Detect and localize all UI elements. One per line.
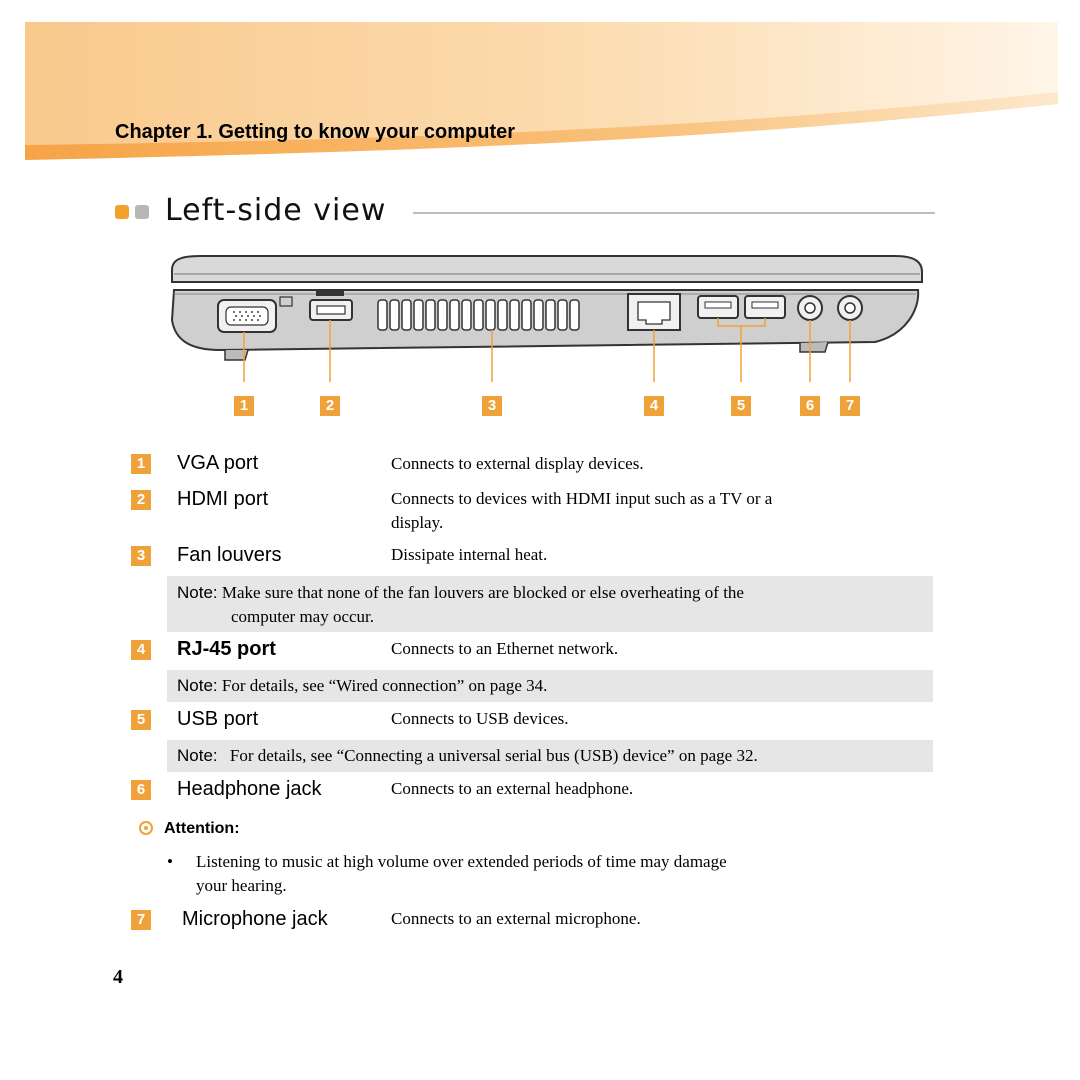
chapter-title: Chapter 1. Getting to know your computer: [115, 121, 516, 143]
item-1-label: VGA port: [177, 452, 259, 474]
item-7-label: Microphone jack: [182, 908, 328, 930]
note-label: Note:: [177, 583, 218, 602]
heading-rule: [413, 212, 935, 214]
item-1-desc: Connects to external display devices.: [391, 454, 644, 473]
header-band: [25, 22, 1058, 160]
callout-5-badge: 5: [731, 396, 751, 416]
bullet-dot-icon: •: [167, 852, 173, 871]
item-2-label: HDMI port: [177, 488, 269, 510]
callout-1-badge: 1: [234, 396, 254, 416]
attention-bullet-line2: your hearing.: [196, 876, 287, 895]
item-7-badge: 7: [131, 910, 151, 930]
section-title: Left-side view: [165, 193, 387, 228]
item-5-badge: 5: [131, 710, 151, 730]
item-4-desc: Connects to an Ethernet network.: [391, 639, 619, 658]
item-2-desc-line1: Connects to devices with HDMI input such…: [391, 489, 773, 508]
orange-square-icon: [115, 205, 129, 219]
item-2-desc: Connects to devices with HDMI input such…: [391, 487, 911, 535]
callout-4-badge: 4: [644, 396, 664, 416]
attention-icon: [139, 821, 153, 835]
callout-3-badge: 3: [482, 396, 502, 416]
note-rj45-text: For details, see “Wired connection” on p…: [221, 676, 548, 695]
item-3-badge: 3: [131, 546, 151, 566]
item-7-desc: Connects to an external microphone.: [391, 909, 641, 928]
item-2-desc-line2: display.: [391, 513, 444, 532]
note-label: Note:: [177, 746, 218, 765]
item-5-label: USB port: [177, 708, 259, 730]
attention-bullet: • Listening to music at high volume over…: [167, 850, 932, 898]
item-6-desc: Connects to an external headphone.: [391, 779, 634, 798]
section-heading: Left-side view: [115, 193, 940, 231]
note-usb-text: For details, see “Connecting a universal…: [229, 746, 758, 765]
attention-bullet-line1: Listening to music at high volume over e…: [196, 852, 727, 871]
item-1-badge: 1: [131, 454, 151, 474]
item-3-label: Fan louvers: [177, 544, 282, 566]
item-4-badge: 4: [131, 640, 151, 660]
callout-7-badge: 7: [840, 396, 860, 416]
laptop-left-side-illustration: [170, 255, 923, 382]
note-fan-line1: Make sure that none of the fan louvers a…: [221, 583, 744, 602]
item-5-desc: Connects to USB devices.: [391, 709, 569, 728]
item-3-desc: Dissipate internal heat.: [391, 545, 548, 564]
item-4-label: RJ-45 port: [177, 638, 276, 660]
note-fan-line2: computer may occur.: [231, 607, 375, 626]
attention-label: Attention:: [164, 820, 240, 837]
callout-6-badge: 6: [800, 396, 820, 416]
callout-2-badge: 2: [320, 396, 340, 416]
note-fan-louvers: Note: Make sure that none of the fan lou…: [167, 576, 933, 632]
item-2-badge: 2: [131, 490, 151, 510]
item-6-badge: 6: [131, 780, 151, 800]
note-rj45: Note: For details, see “Wired connection…: [167, 670, 933, 702]
page-number: 4: [113, 966, 123, 988]
attention-heading: Attention:: [139, 820, 240, 838]
note-usb: Note: For details, see “Connecting a uni…: [167, 740, 933, 772]
note-label: Note:: [177, 676, 218, 695]
gray-square-icon: [135, 205, 149, 219]
item-6-label: Headphone jack: [177, 778, 322, 800]
